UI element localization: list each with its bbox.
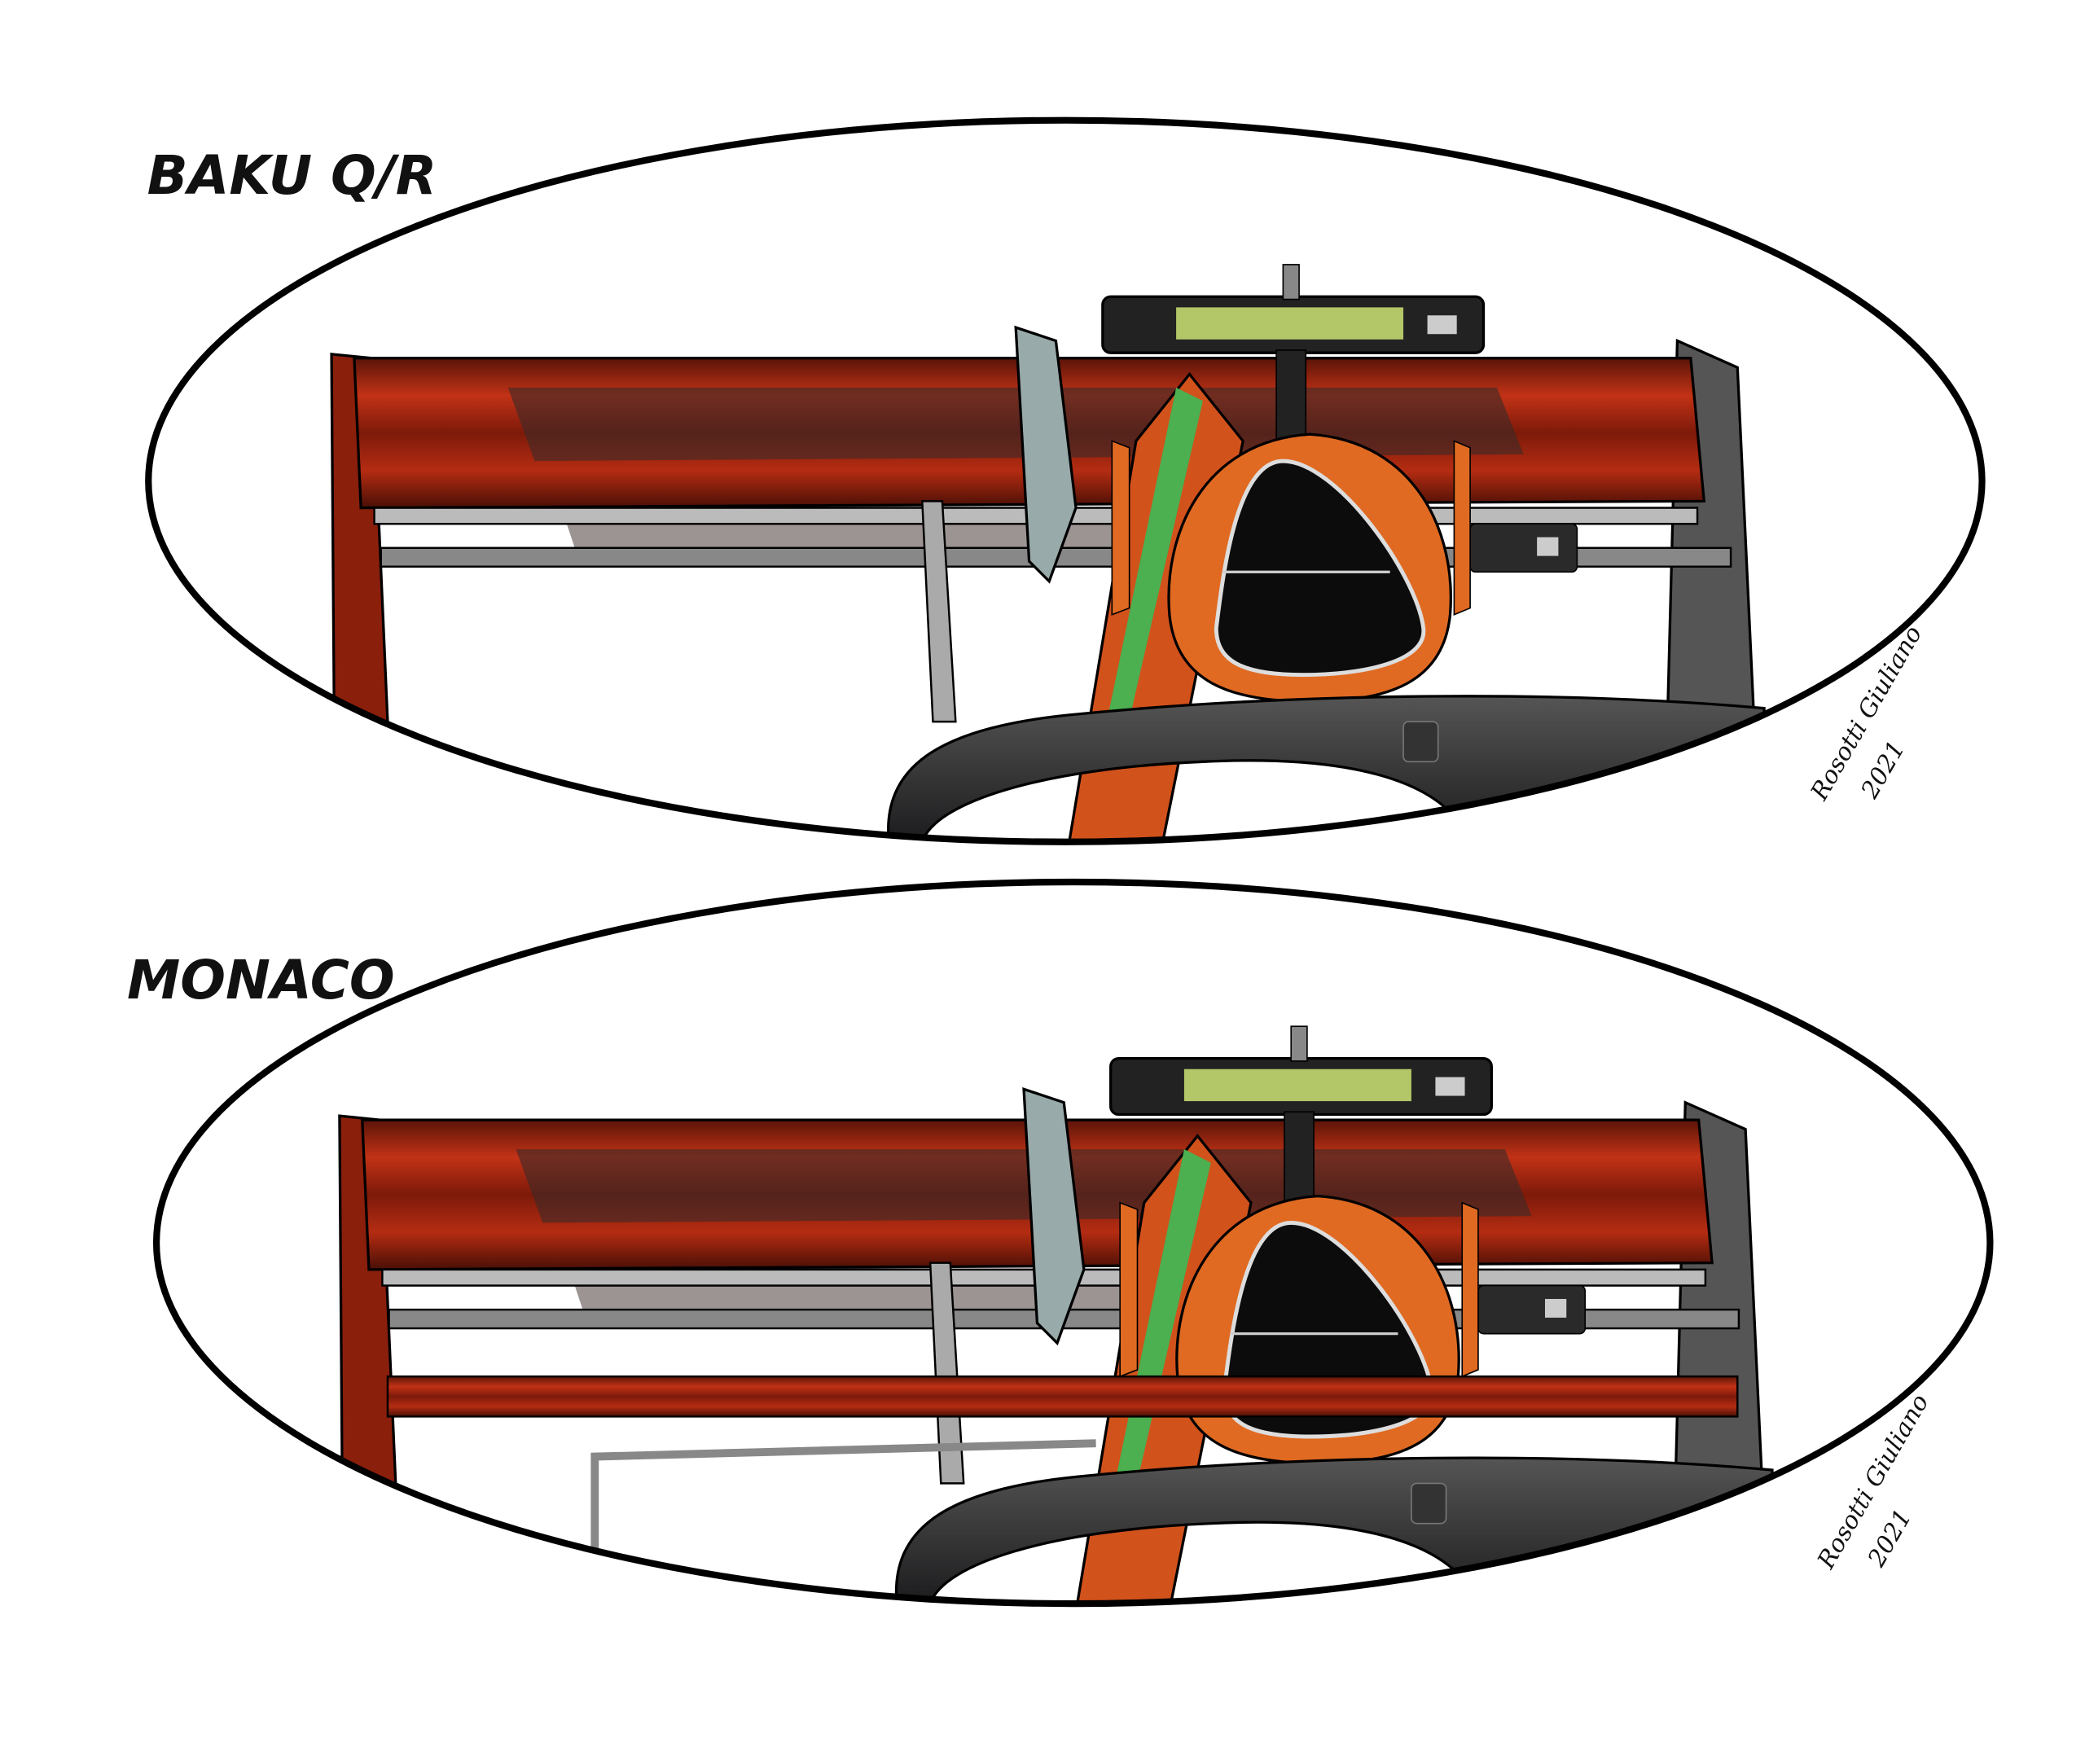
artist-signature: Rosotti Giuliano 2021: [1811, 1389, 1934, 1573]
rear-wing-monaco-drawing: [340, 1026, 1772, 1604]
svg-text:2021: 2021: [1855, 736, 1911, 804]
panel-label: BAKU Q/R: [147, 145, 437, 207]
svg-text:2021: 2021: [1862, 1504, 1917, 1572]
panel-monaco: MONACO Rosotti Giuliano 2021: [127, 878, 1994, 1608]
panel-label: MONACO: [127, 950, 395, 1011]
rear-wing-baku-drawing: [331, 265, 1764, 842]
artist-signature: Rosotti Giuliano 2021: [1805, 621, 1927, 805]
frame-ellipse: [145, 116, 1986, 845]
panel-baku: BAKU Q/R Rosotti Giuliano 2021: [145, 116, 1986, 845]
frame-ellipse: [152, 878, 1994, 1608]
